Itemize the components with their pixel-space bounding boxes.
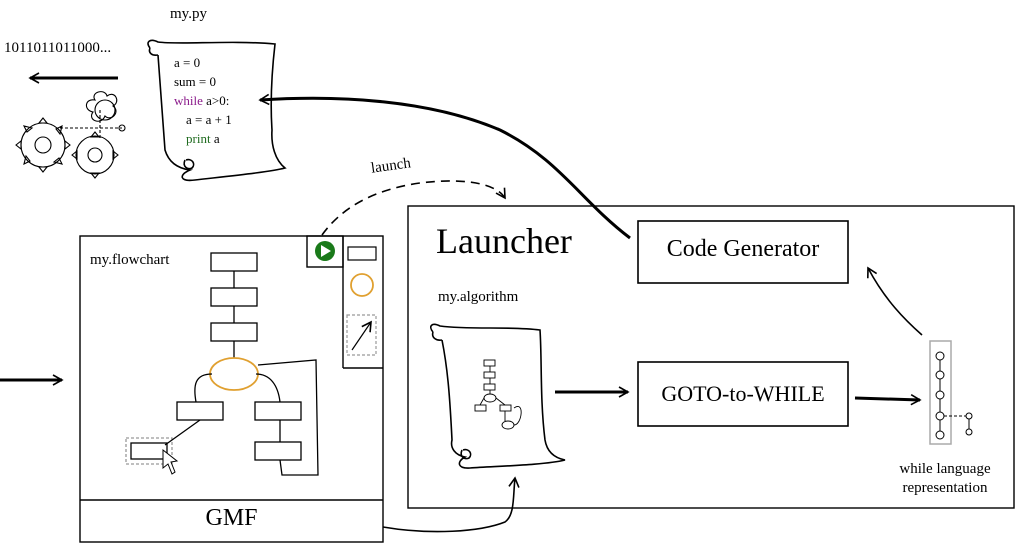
while-rep-line-2: representation bbox=[902, 480, 988, 496]
while-rep-label: while language representation bbox=[880, 460, 1010, 498]
keyword-while: while bbox=[174, 93, 203, 108]
code-line-2: sum = 0 bbox=[174, 74, 217, 89]
launcher-title: Launcher bbox=[436, 221, 572, 261]
algorithm-mini-flowchart bbox=[474, 359, 522, 430]
while-representation-icon bbox=[929, 340, 973, 445]
gmf-to-launcher-arrow bbox=[382, 476, 520, 533]
algorithm-label: my.algorithm bbox=[438, 289, 519, 305]
gmf-label: GMF bbox=[205, 505, 258, 531]
while-rep-to-codegen-arrow bbox=[867, 266, 923, 336]
flowchart-diagram bbox=[125, 252, 319, 476]
launch-arrow bbox=[321, 180, 506, 236]
code-line-1: a = 0 bbox=[174, 55, 201, 70]
palette-arrow-tool bbox=[346, 314, 377, 356]
palette-decision-tool bbox=[350, 273, 374, 297]
goto-to-while-label: GOTO-to-WHILE bbox=[661, 381, 825, 406]
codegen-to-script-arrow bbox=[258, 93, 631, 240]
goto-to-while-rep-arrow bbox=[854, 394, 922, 406]
gears-icon bbox=[15, 91, 126, 179]
play-button-icon[interactable] bbox=[315, 241, 335, 261]
keyword-print: print bbox=[186, 131, 211, 146]
flowchart-label: my.flowchart bbox=[90, 252, 170, 268]
while-rep-line-1: while language bbox=[899, 461, 991, 477]
python-script-scroll bbox=[147, 39, 287, 182]
algorithm-scroll bbox=[430, 323, 566, 469]
python-code: a = 0 sum = 0 while a>0: a = a + 1 print… bbox=[174, 53, 232, 148]
binary-output: 1011011011000... bbox=[4, 40, 112, 56]
script-title: my.py bbox=[170, 6, 207, 22]
launcher-window bbox=[407, 205, 1015, 509]
gmf-window bbox=[79, 235, 384, 543]
palette-rect-tool bbox=[347, 246, 377, 261]
code-line-5: print a bbox=[186, 131, 220, 146]
shape-palette bbox=[346, 246, 377, 356]
code-generator-label: Code Generator bbox=[666, 236, 820, 262]
code-generator-box bbox=[637, 220, 849, 284]
goto-to-while-box bbox=[637, 361, 849, 427]
code-line-3: while a>0: bbox=[174, 93, 230, 108]
code-line-4: a = a + 1 bbox=[186, 112, 232, 127]
